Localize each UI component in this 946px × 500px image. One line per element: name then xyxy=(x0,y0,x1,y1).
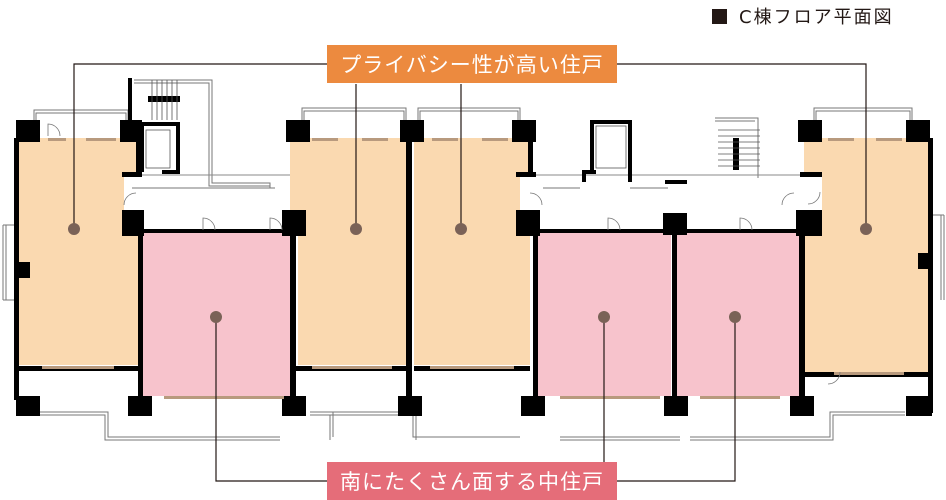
callout-privacy-text: プライバシー性が高い住戸 xyxy=(340,53,604,77)
privacy-unit-fills xyxy=(18,138,930,372)
balcony-outlines xyxy=(2,79,945,441)
window-frames xyxy=(42,138,904,399)
unit-markers xyxy=(68,223,872,323)
black-square-icon xyxy=(712,8,727,24)
leader-lines xyxy=(73,63,867,482)
plan-title: C棟フロア平面図 xyxy=(712,3,894,29)
plan-title-text: C棟フロア平面図 xyxy=(739,7,894,28)
callout-south-text: 南にたくさん面する中住戸 xyxy=(340,470,604,494)
callout-privacy-units: プライバシー性が高い住戸 xyxy=(327,45,617,83)
door-swings xyxy=(47,123,841,385)
callout-south-facing-units: 南にたくさん面する中住戸 xyxy=(327,462,617,500)
stair-treads xyxy=(145,80,760,169)
